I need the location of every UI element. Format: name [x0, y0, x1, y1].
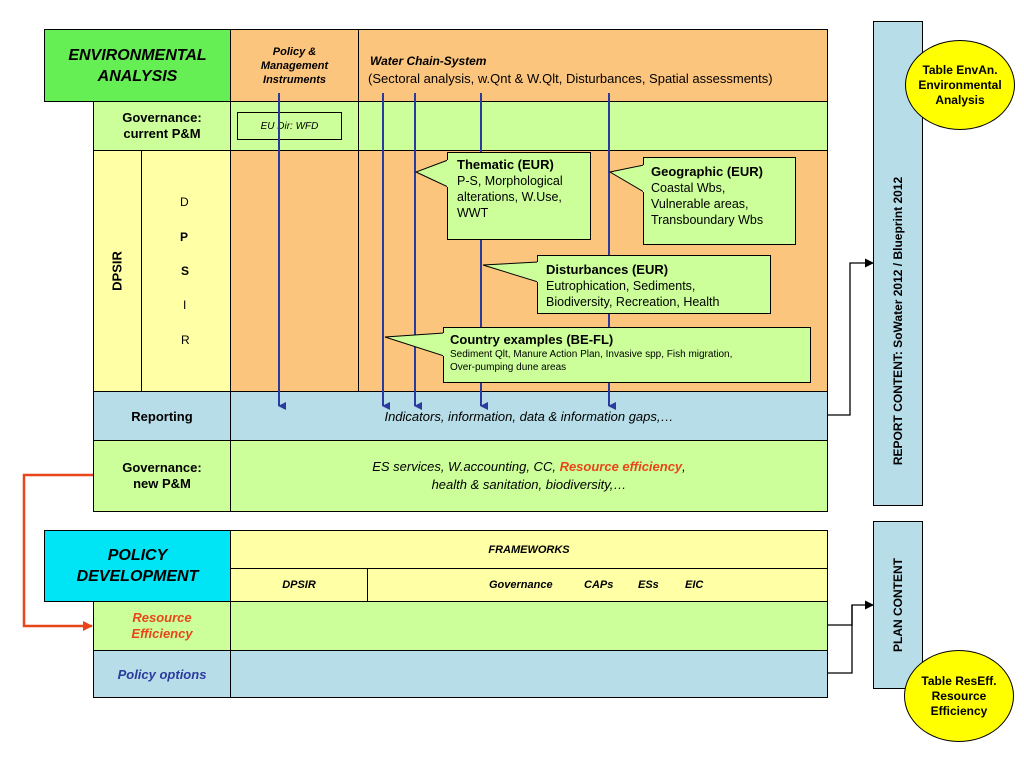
policy-options-label: Policy options [117, 666, 207, 682]
policy-development-title-box: POLICY DEVELOPMENT [44, 530, 231, 602]
governance-current-label: Governance: current P&M [122, 110, 202, 141]
frameworks-header: FRAMEWORKS [230, 530, 828, 569]
resource-efficiency-content [230, 601, 828, 651]
plan-content-panel [873, 521, 923, 689]
thematic-title: Thematic (EUR) [457, 157, 554, 172]
framework-governance: Governance [489, 579, 553, 591]
disturbances-line-2: Biodiversity, Recreation, Health [546, 295, 720, 309]
water-chain-title: Water Chain-System [370, 54, 487, 68]
reporting-label: Reporting [131, 408, 193, 424]
policy-instruments-label: Policy & Management Instruments [260, 45, 329, 86]
thematic-line-2: alterations, W.Use, [457, 190, 562, 204]
policy-options-label-box: Policy options [93, 650, 231, 698]
framework-caps: CAPs [584, 579, 614, 591]
geographic-line-2: Vulnerable areas, [651, 197, 749, 211]
reporting-content: Indicators, information, data & informat… [384, 408, 674, 424]
resource-efficiency-label-box: Resource Efficiency [93, 601, 231, 651]
policy-options-content [230, 650, 828, 698]
frameworks-dpsir-cell: DPSIR [230, 568, 368, 602]
table-reseff-circle: Table ResEff. Resource Efficiency [904, 650, 1014, 742]
connector-plan-content-2 [828, 605, 853, 674]
table-envan-label: Table EnvAn. Environmental Analysis [918, 62, 1002, 107]
policy-instruments-header: Policy & Management Instruments [230, 29, 359, 102]
policy-development-title: POLICY DEVELOPMENT [76, 547, 199, 585]
governance-current-water-cell [358, 101, 828, 151]
disturbances-line-1: Eutrophication, Sediments, [546, 279, 696, 293]
dpsir-letter-i: I [183, 298, 187, 312]
connector-report-content [828, 258, 874, 416]
table-envan-circle: Table EnvAn. Environmental Analysis [905, 40, 1015, 130]
dpsir-letter-p: P [180, 230, 189, 244]
environmental-analysis-title-box: ENVIRONMENTAL ANALYSIS [44, 29, 231, 102]
geographic-line-1: Coastal Wbs, [651, 181, 726, 195]
thematic-callout: Thematic (EUR) P-S, Morphological altera… [447, 152, 591, 240]
framework-eic: EIC [685, 579, 704, 591]
new-pm-line1-part-c: , [682, 459, 686, 474]
country-examples-callout: Country examples (BE-FL) Sediment Qlt, M… [443, 327, 811, 383]
table-reseff-label: Table ResEff. Resource Efficiency [921, 673, 997, 718]
dpsir-label-cell [93, 150, 142, 392]
disturbances-callout: Disturbances (EUR) Eutrophication, Sedim… [537, 255, 771, 314]
dpsir-letter-r: R [181, 333, 190, 347]
geographic-callout: Geographic (EUR) Coastal Wbs, Vulnerable… [643, 157, 796, 245]
connector-plan-content-1 [828, 600, 874, 626]
governance-new-content-box: ES services, W.accounting, CC, Resource … [230, 440, 828, 512]
governance-new-line2: health & sanitation, biodiversity,… [431, 477, 627, 492]
dpsir-letter-d: D [180, 195, 189, 209]
dpsir-letter-s: S [181, 264, 190, 278]
frameworks-label: FRAMEWORKS [488, 543, 570, 556]
country-examples-title: Country examples (BE-FL) [450, 332, 614, 347]
eu-dir-wfd-box: EU Dir: WFD [237, 112, 342, 140]
report-content-label: REPORT CONTENT: SoWater 2012 / Blueprint… [891, 176, 905, 466]
environmental-analysis-title: ENVIRONMENTAL ANALYSIS [68, 46, 207, 85]
resource-efficiency-label: Resource Efficiency [131, 610, 193, 641]
geographic-title: Geographic (EUR) [651, 164, 763, 179]
frameworks-dpsir-label: DPSIR [282, 579, 316, 591]
governance-current-label-box: Governance: current P&M [93, 101, 231, 151]
new-pm-resource-efficiency: Resource efficiency [559, 459, 683, 474]
thematic-line-1: P-S, Morphological [457, 174, 563, 188]
governance-new-label-box: Governance: new P&M [93, 440, 231, 512]
governance-new-line1: ES services, W.accounting, CC, Resource … [372, 458, 686, 476]
governance-new-label: Governance: new P&M [122, 460, 202, 491]
dpsir-policy-cell [230, 150, 359, 392]
eu-dir-wfd-label: EU Dir: WFD [260, 120, 319, 132]
water-chain-subtitle: (Sectoral analysis, w.Qnt & W.Qlt, Distu… [368, 71, 773, 86]
reporting-label-box: Reporting [93, 391, 231, 441]
geographic-line-3: Transboundary Wbs [651, 213, 764, 227]
dpsir-vertical-label: DPSIR [109, 251, 125, 291]
water-chain-header: Water Chain-System (Sectoral analysis, w… [358, 29, 828, 102]
new-pm-line1-part-a: ES services, W.accounting, CC, [372, 459, 560, 474]
thematic-line-3: WWT [457, 206, 489, 220]
framework-ess: ESs [638, 579, 659, 591]
reporting-content-box: Indicators, information, data & informat… [230, 391, 828, 441]
country-examples-line-2: Over-pumping dune areas [450, 362, 567, 373]
disturbances-title: Disturbances (EUR) [546, 262, 669, 277]
country-examples-line-1: Sediment Qlt, Manure Action Plan, Invasi… [450, 349, 733, 360]
plan-content-label: PLAN CONTENT [891, 558, 905, 652]
